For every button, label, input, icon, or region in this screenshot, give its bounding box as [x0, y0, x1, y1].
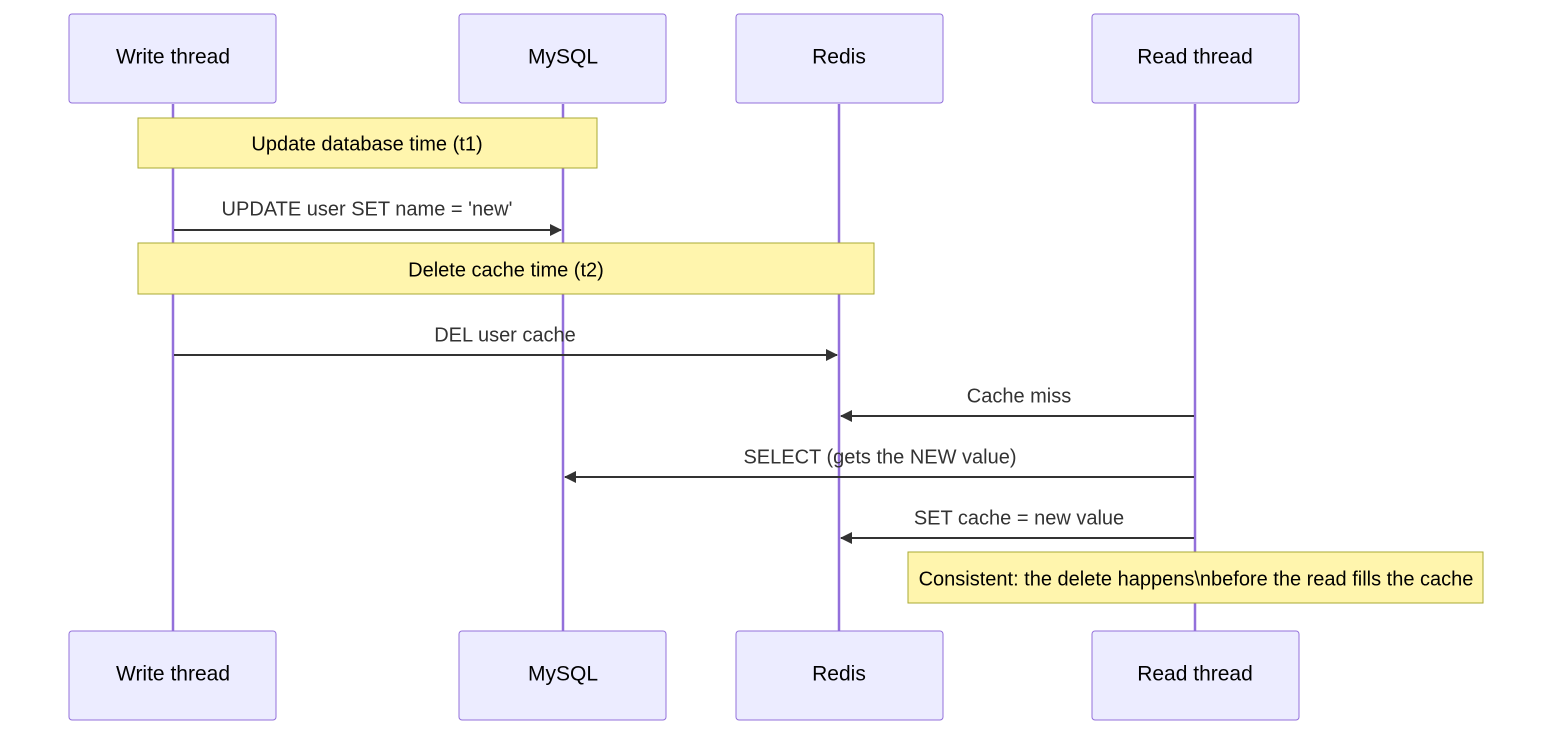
- message-label: SET cache = new value: [914, 507, 1124, 529]
- actor-bottom-mysql: MySQL: [458, 630, 667, 721]
- actor-label: MySQL: [528, 46, 598, 69]
- note-text: Delete cache time (t2): [408, 259, 604, 281]
- message-cache-miss: Cache miss: [840, 385, 1194, 422]
- actor-label: Redis: [812, 663, 866, 686]
- message-label: DEL user cache: [434, 324, 576, 346]
- actor-label: Read thread: [1137, 46, 1253, 69]
- actor-label: Read thread: [1137, 663, 1253, 686]
- actor-label: Write thread: [116, 46, 230, 69]
- actor-top-write-thread: Write thread: [68, 13, 277, 104]
- note-consistent: Consistent: the delete happens\nbefore t…: [907, 551, 1484, 604]
- message-select: SELECT (gets the NEW value): [564, 446, 1194, 483]
- note-text: Consistent: the delete happens\nbefore t…: [919, 568, 1474, 590]
- actor-top-read-thread: Read thread: [1091, 13, 1300, 104]
- actor-bottom-write-thread: Write thread: [68, 630, 277, 721]
- actor-top-mysql: MySQL: [458, 13, 667, 104]
- message-label: SELECT (gets the NEW value): [743, 446, 1016, 468]
- message-set-cache: SET cache = new value: [840, 507, 1194, 544]
- message-update: UPDATE user SET name = 'new': [174, 198, 562, 236]
- note-delete-cache-time: Delete cache time (t2): [137, 242, 875, 295]
- message-del: DEL user cache: [174, 324, 838, 361]
- message-label: Cache miss: [967, 385, 1071, 407]
- message-label: UPDATE user SET name = 'new': [222, 198, 513, 220]
- actor-label: MySQL: [528, 663, 598, 686]
- actor-label: Write thread: [116, 663, 230, 686]
- note-update-database-time: Update database time (t1): [137, 117, 598, 169]
- actor-bottom-redis: Redis: [735, 630, 944, 721]
- note-text: Update database time (t1): [251, 133, 482, 155]
- actor-label: Redis: [812, 46, 866, 69]
- actor-bottom-read-thread: Read thread: [1091, 630, 1300, 721]
- actor-top-redis: Redis: [735, 13, 944, 104]
